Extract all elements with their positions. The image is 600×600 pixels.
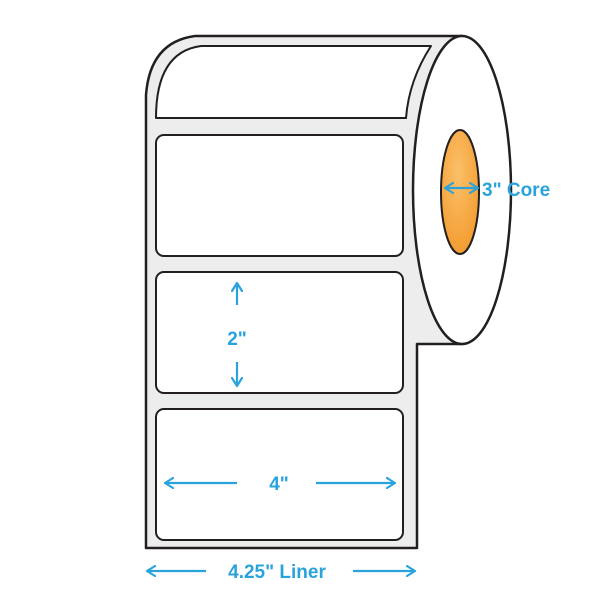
label-curved-top xyxy=(155,45,432,119)
label-height-label: 2" xyxy=(227,329,247,350)
label-1 xyxy=(155,134,404,257)
label-3 xyxy=(155,408,404,541)
label-width-label: 4" xyxy=(269,474,289,495)
core xyxy=(440,129,480,255)
liner-width-label: 4.25" Liner xyxy=(228,562,326,583)
core-dimension-label: 3" Core xyxy=(482,180,550,201)
label-2 xyxy=(155,271,404,394)
